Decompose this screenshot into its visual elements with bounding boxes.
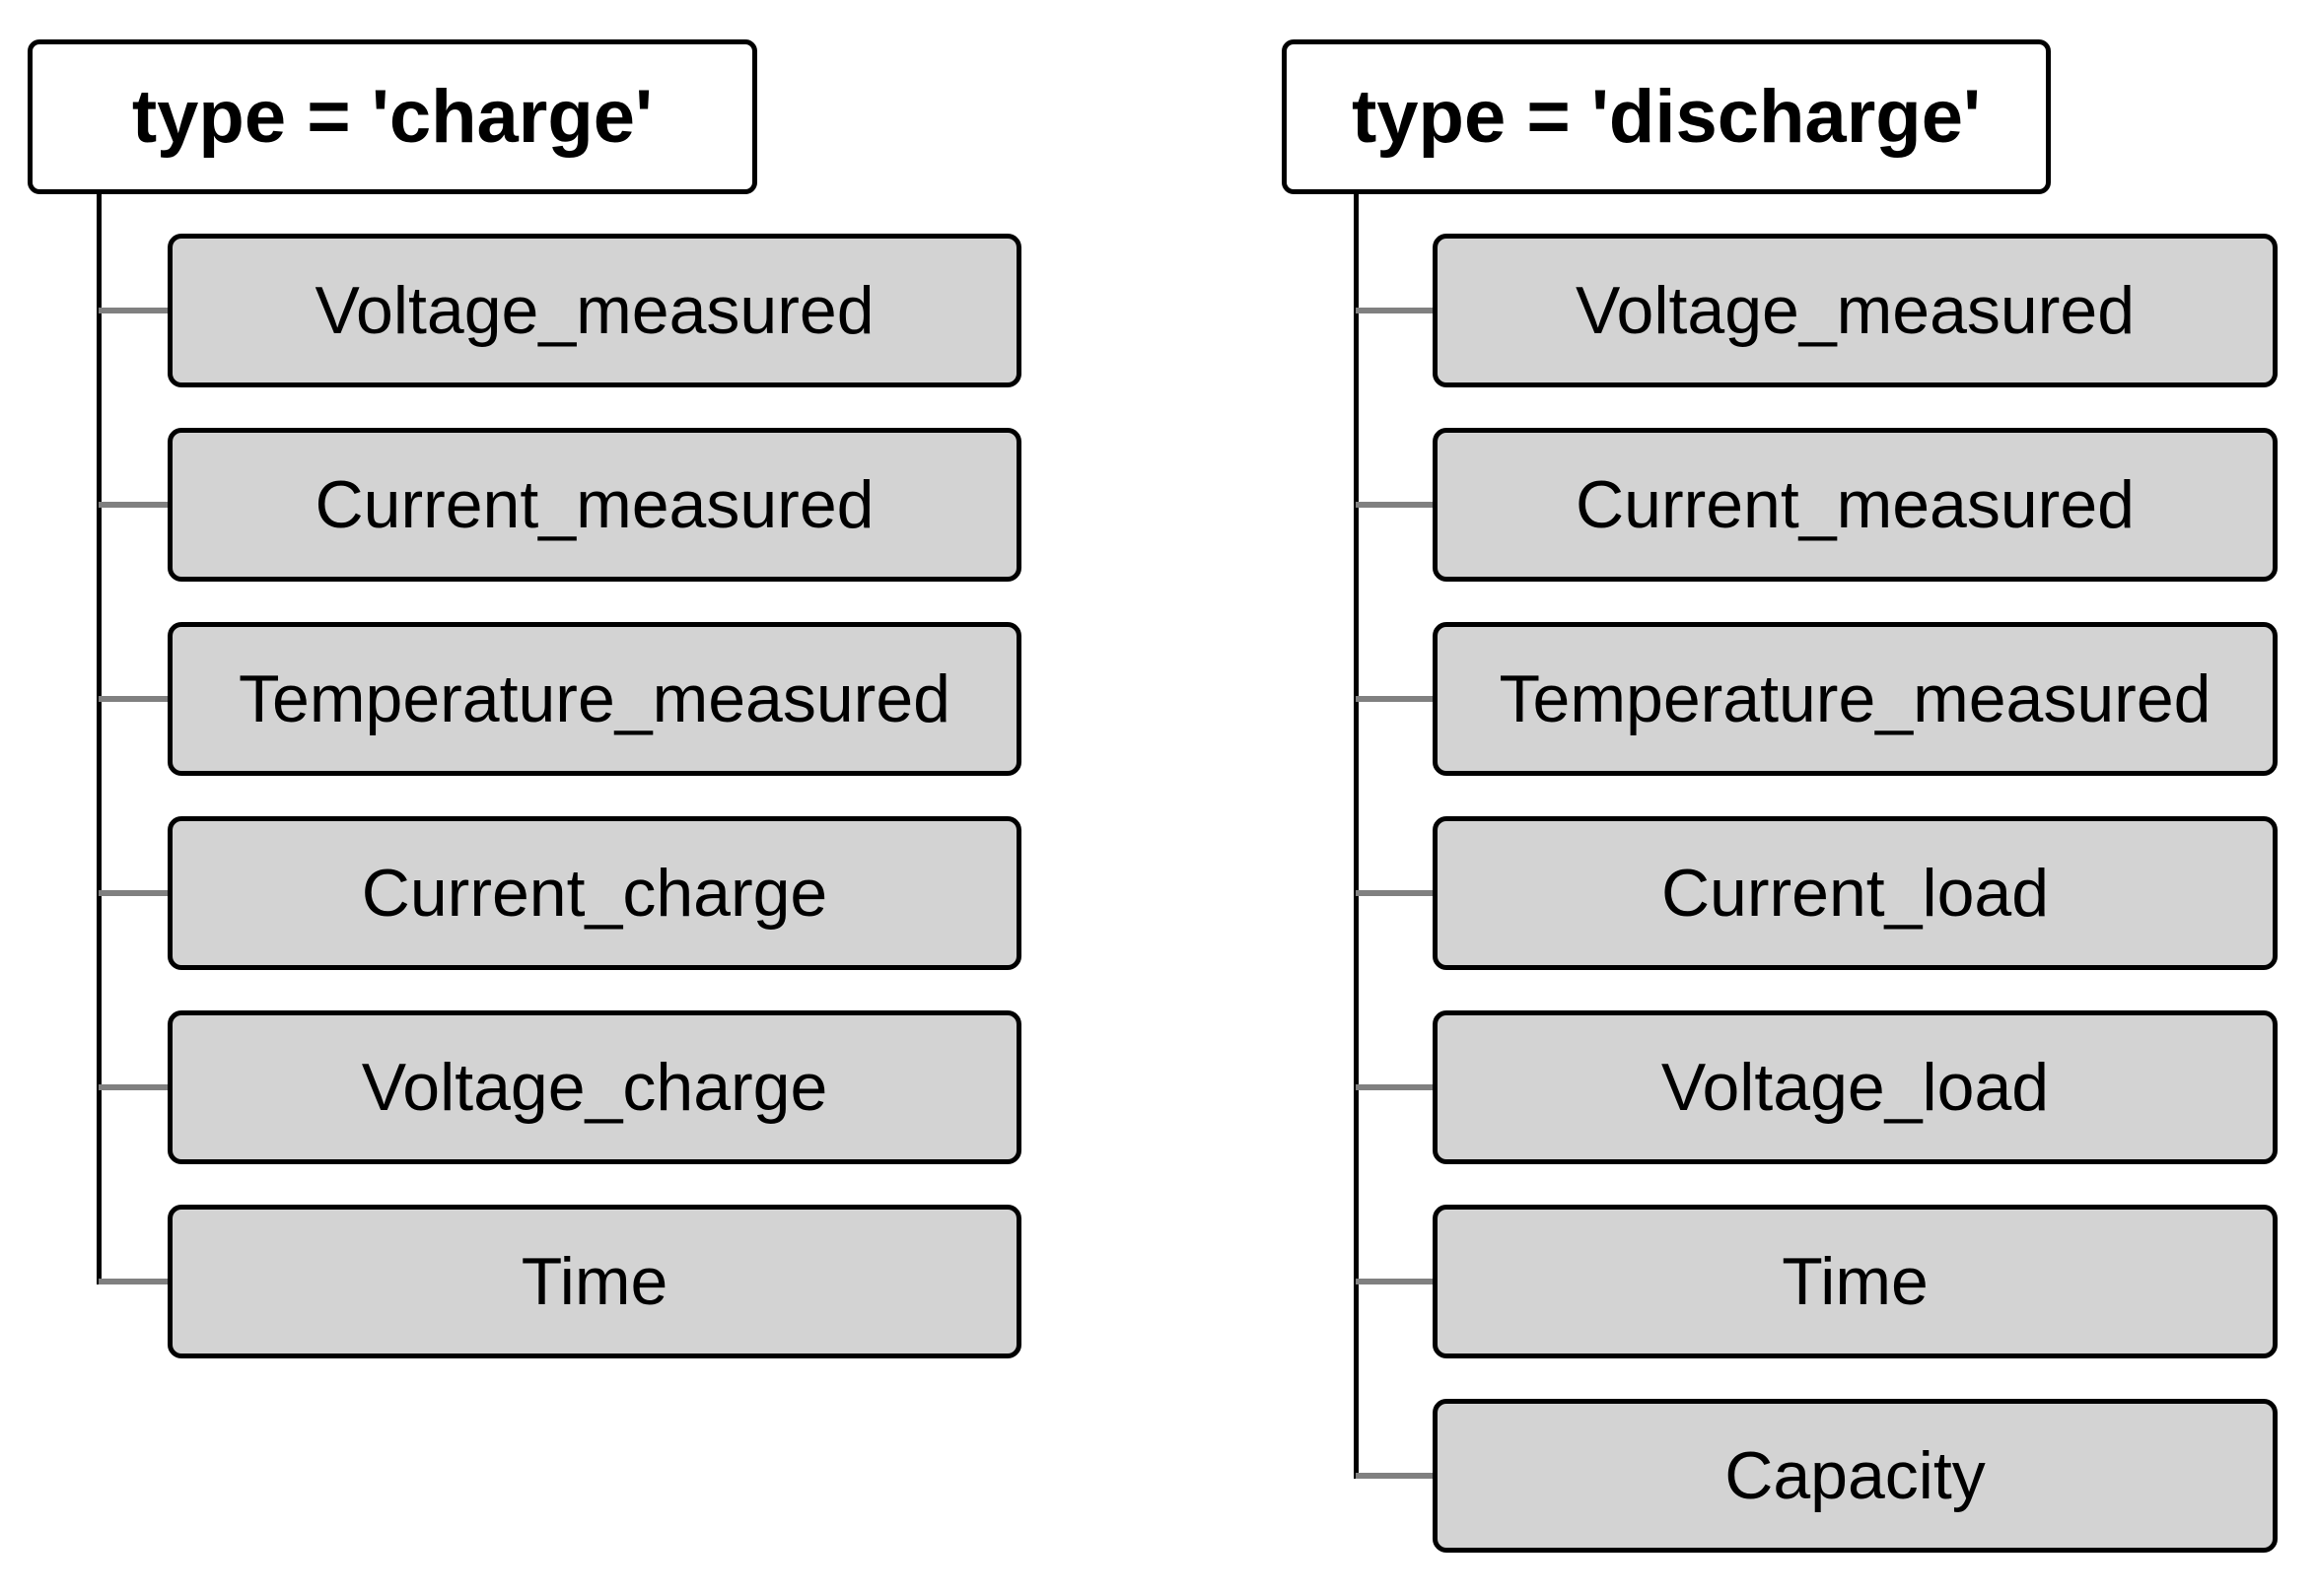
discharge-field-current-measured: Current_measured	[1433, 428, 2278, 582]
node-label: Time	[521, 1244, 668, 1319]
discharge-branch-line-2	[1356, 502, 1433, 508]
charge-field-voltage-measured: Voltage_measured	[168, 234, 1021, 387]
charge-branch-line-4	[99, 890, 168, 896]
discharge-field-capacity: Capacity	[1433, 1399, 2278, 1553]
discharge-branch-line-3	[1356, 696, 1433, 702]
charge-trunk-line	[97, 193, 102, 1284]
charge-field-current-measured: Current_measured	[168, 428, 1021, 582]
discharge-field-voltage-measured: Voltage_measured	[1433, 234, 2278, 387]
node-label: Temperature_measured	[239, 661, 950, 736]
node-label: Current_measured	[1576, 467, 2135, 542]
charge-branch-line-5	[99, 1084, 168, 1090]
charge-field-current-charge: Current_charge	[168, 816, 1021, 970]
discharge-branch-line-1	[1356, 308, 1433, 313]
discharge-root-node: type = 'discharge'	[1282, 39, 2051, 194]
discharge-field-time: Time	[1433, 1205, 2278, 1358]
charge-field-temperature-measured: Temperature_measured	[168, 622, 1021, 776]
discharge-branch-line-6	[1356, 1279, 1433, 1284]
node-label: Temperature_measured	[1499, 661, 2212, 736]
node-label: Voltage_charge	[361, 1050, 828, 1125]
charge-field-voltage-charge: Voltage_charge	[168, 1010, 1021, 1164]
discharge-root-label: type = 'discharge'	[1351, 75, 1982, 159]
discharge-field-current-load: Current_load	[1433, 816, 2278, 970]
node-label: Current_measured	[315, 467, 875, 542]
discharge-field-temperature-measured: Temperature_measured	[1433, 622, 2278, 776]
node-label: Current_load	[1660, 856, 2050, 931]
discharge-branch-line-5	[1356, 1084, 1433, 1090]
discharge-branch-line-7	[1356, 1473, 1433, 1479]
charge-field-time: Time	[168, 1205, 1021, 1358]
charge-branch-line-3	[99, 696, 168, 702]
node-label: Time	[1782, 1244, 1929, 1319]
node-label: Voltage_load	[1660, 1050, 2050, 1125]
charge-root-label: type = 'charge'	[131, 75, 654, 159]
node-label: Voltage_measured	[315, 273, 875, 348]
discharge-branch-line-4	[1356, 890, 1433, 896]
charge-root-node: type = 'charge'	[28, 39, 757, 194]
node-label: Current_charge	[361, 856, 828, 931]
charge-branch-line-1	[99, 308, 168, 313]
node-label: Voltage_measured	[1575, 273, 2136, 348]
discharge-trunk-line	[1354, 193, 1359, 1479]
charge-branch-line-6	[99, 1279, 168, 1284]
discharge-field-voltage-load: Voltage_load	[1433, 1010, 2278, 1164]
charge-branch-line-2	[99, 502, 168, 508]
node-label: Capacity	[1724, 1438, 1986, 1513]
